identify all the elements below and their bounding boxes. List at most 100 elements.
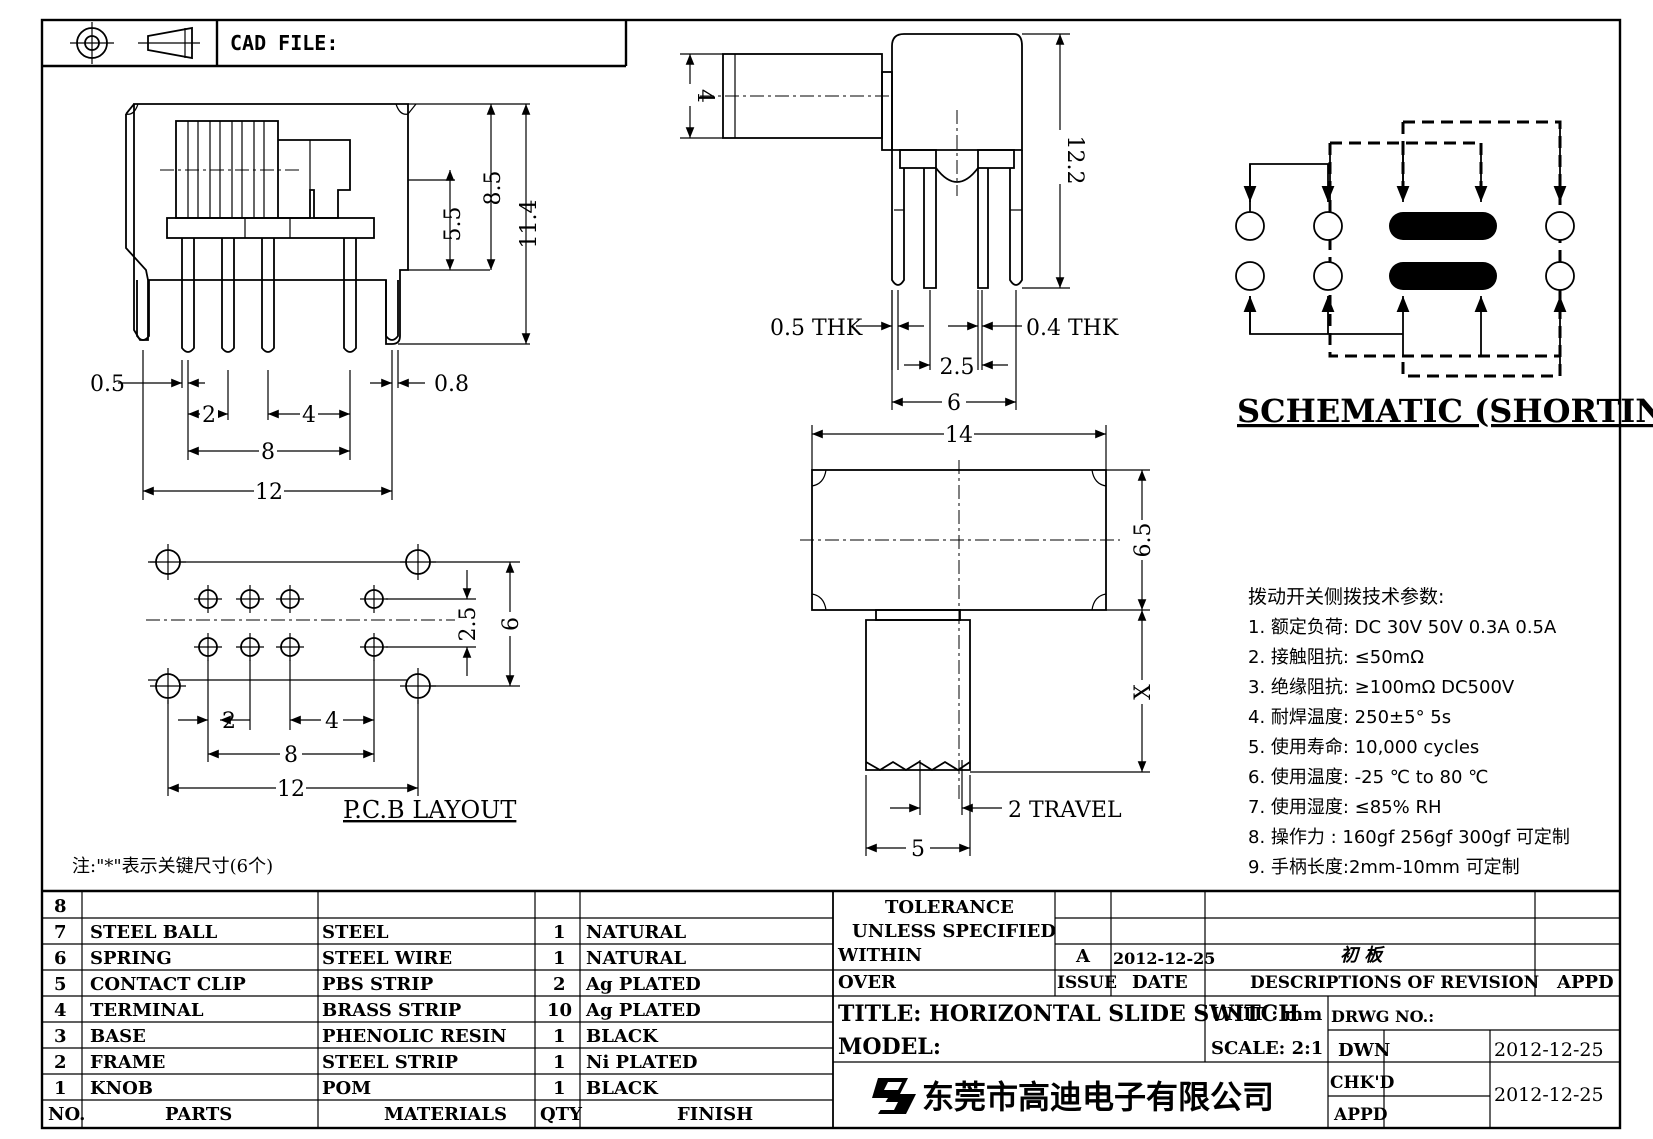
top-dim-14: 14 bbox=[945, 423, 973, 448]
row-part: KNOB bbox=[90, 1078, 153, 1099]
header-qty: QTY bbox=[540, 1104, 583, 1125]
side-thk-0-4: 0.4 THK bbox=[1026, 316, 1119, 341]
row-qty: 10 bbox=[547, 1000, 572, 1021]
row-material: BRASS STRIP bbox=[322, 1000, 462, 1021]
over-label: OVER bbox=[838, 972, 897, 993]
top-view: 14 6.5 X 2 TRAVEL 5 bbox=[800, 422, 1156, 862]
spec-item: 2. 接触阻抗: ≤50mΩ bbox=[1248, 647, 1424, 668]
pcb-dim-12: 12 bbox=[277, 777, 305, 802]
dim-0-8: 0.8 bbox=[434, 372, 469, 397]
pcb-dim-4: 4 bbox=[325, 709, 339, 734]
top-dim-x: X bbox=[1131, 684, 1156, 700]
spec-heading: 拨动开关侧拨技术参数: bbox=[1248, 586, 1444, 608]
header-materials: MATERIALS bbox=[384, 1104, 507, 1125]
spec-item: 4. 耐焊温度: 250±5° 5s bbox=[1248, 707, 1451, 728]
tolerance-line2: UNLESS SPECIFIED bbox=[852, 921, 1056, 942]
appd-row-label: APPD bbox=[1333, 1105, 1388, 1125]
pcb-dim-2-5: 2.5 bbox=[456, 607, 481, 642]
dwn-label: DWN bbox=[1338, 1040, 1390, 1061]
row-finish: Ni PLATED bbox=[586, 1052, 697, 1073]
descriptions-label: DESCRIPTIONS OF REVISION bbox=[1250, 973, 1539, 993]
drawing-title: TITLE: HORIZONTAL SLIDE SWITCH bbox=[838, 1001, 1299, 1027]
scale-label: SCALE: 2:1 bbox=[1211, 1038, 1323, 1059]
parts-table: 8 7 STEEL BALL STEEL 1 NATURAL 6 SPRING … bbox=[42, 889, 1620, 1128]
within-label: WITHIN bbox=[837, 945, 922, 966]
spec-item: 6. 使用温度: -25 ℃ to 80 ℃ bbox=[1248, 767, 1488, 788]
row-qty: 1 bbox=[553, 922, 566, 943]
issue-value: A bbox=[1075, 946, 1091, 967]
side-dim-6: 6 bbox=[947, 391, 961, 416]
row-qty: 1 bbox=[553, 1026, 566, 1047]
row-qty: 1 bbox=[553, 1052, 566, 1073]
side-thk-0-5: 0.5 THK bbox=[770, 316, 863, 341]
row-no: 1 bbox=[54, 1078, 67, 1099]
company-name: 东莞市高迪电子有限公司 bbox=[922, 1078, 1274, 1116]
side-dim-2-5: 2.5 bbox=[940, 355, 975, 380]
row-part: SPRING bbox=[90, 948, 172, 969]
row-material: STEEL bbox=[322, 922, 389, 943]
schematic-label: SCHEMATIC (SHORTING) bbox=[1237, 392, 1653, 430]
dim-5-5: 5.5 bbox=[441, 207, 466, 242]
cad-file-label: CAD FILE: bbox=[230, 31, 338, 55]
drawing-border bbox=[40, 18, 1622, 1130]
cad-file-box: CAD FILE: bbox=[42, 20, 628, 68]
projection-circle-icon bbox=[70, 22, 114, 64]
dim-2: 2 bbox=[202, 403, 216, 428]
spec-list: 拨动开关侧拨技术参数: 1. 额定负荷: DC 30V 50V 0.3A 0.5… bbox=[1248, 586, 1570, 878]
top-dim-6-5: 6.5 bbox=[1131, 523, 1156, 558]
row-finish: BLACK bbox=[586, 1026, 659, 1047]
spec-item: 5. 使用寿命: 10,000 cycles bbox=[1248, 737, 1479, 758]
row-material: PHENOLIC RESIN bbox=[322, 1026, 507, 1047]
top-dim-5: 5 bbox=[911, 837, 925, 862]
unit-label: UNIT : mm bbox=[1211, 1004, 1322, 1025]
row-finish: Ag PLATED bbox=[585, 1000, 701, 1021]
chkd-label: CHK'D bbox=[1330, 1073, 1395, 1093]
pcb-layout-label: P.C.B LAYOUT bbox=[343, 796, 516, 824]
row-material: STEEL STRIP bbox=[322, 1052, 459, 1073]
header-no: NO. bbox=[48, 1104, 85, 1125]
row-finish: BLACK bbox=[586, 1078, 659, 1099]
spec-item: 9. 手柄长度:2mm-10mm 可定制 bbox=[1248, 857, 1520, 878]
dim-8-5: 8.5 bbox=[481, 171, 506, 206]
row-qty: 1 bbox=[553, 948, 566, 969]
row-finish: NATURAL bbox=[586, 922, 686, 943]
row-material: PBS STRIP bbox=[322, 974, 434, 995]
row-part: TERMINAL bbox=[90, 1000, 204, 1021]
spec-item: 3. 绝缘阻抗: ≥100mΩ DC500V bbox=[1248, 677, 1515, 698]
row-no: 3 bbox=[54, 1026, 67, 1047]
dwn-date: 2012-12-25 bbox=[1494, 1039, 1604, 1061]
row-part: FRAME bbox=[90, 1052, 165, 1073]
appd-label: APPD bbox=[1556, 972, 1614, 993]
row-finish: NATURAL bbox=[586, 948, 686, 969]
company-logo bbox=[872, 1078, 916, 1114]
spec-item: 1. 额定负荷: DC 30V 50V 0.3A 0.5A bbox=[1248, 617, 1557, 638]
dim-12: 12 bbox=[255, 480, 283, 505]
dim-11-4: 11.4 bbox=[517, 200, 542, 249]
row-material: POM bbox=[322, 1078, 371, 1099]
row-material: STEEL WIRE bbox=[322, 948, 452, 969]
spec-item: 7. 使用湿度: ≤85% RH bbox=[1248, 797, 1442, 818]
issue-label: ISSUE bbox=[1057, 973, 1117, 993]
row-qty: 1 bbox=[553, 1078, 566, 1099]
date-label: DATE bbox=[1132, 972, 1188, 993]
schematic-shorting: SCHEMATIC (SHORTING) bbox=[1235, 120, 1653, 430]
pcb-dim-8: 8 bbox=[284, 743, 298, 768]
appd-date: 2012-12-25 bbox=[1494, 1084, 1604, 1106]
row-no: 2 bbox=[54, 1052, 67, 1073]
row-no: 5 bbox=[54, 974, 67, 995]
header-finish: FINISH bbox=[677, 1104, 753, 1125]
row-part: BASE bbox=[90, 1026, 146, 1047]
drwg-no-label: DRWG NO.: bbox=[1331, 1007, 1434, 1026]
dim-8: 8 bbox=[261, 440, 275, 465]
pcb-layout: 2.5 6 2 4 8 12 P.C.B LAYOUT bbox=[146, 544, 524, 824]
projection-cone-icon bbox=[138, 26, 200, 60]
row-no: 8 bbox=[54, 896, 67, 917]
model-label: MODEL: bbox=[838, 1034, 941, 1060]
pcb-dim-6: 6 bbox=[499, 617, 524, 631]
header-parts: PARTS bbox=[165, 1104, 232, 1125]
side-view: 4 12.2 0.5 THK 0.4 THK 2.5 bbox=[680, 33, 1119, 416]
row-no: 4 bbox=[54, 1000, 67, 1021]
dim-0-5: 0.5 bbox=[90, 372, 125, 397]
pcb-dim-2: 2 bbox=[222, 709, 236, 734]
